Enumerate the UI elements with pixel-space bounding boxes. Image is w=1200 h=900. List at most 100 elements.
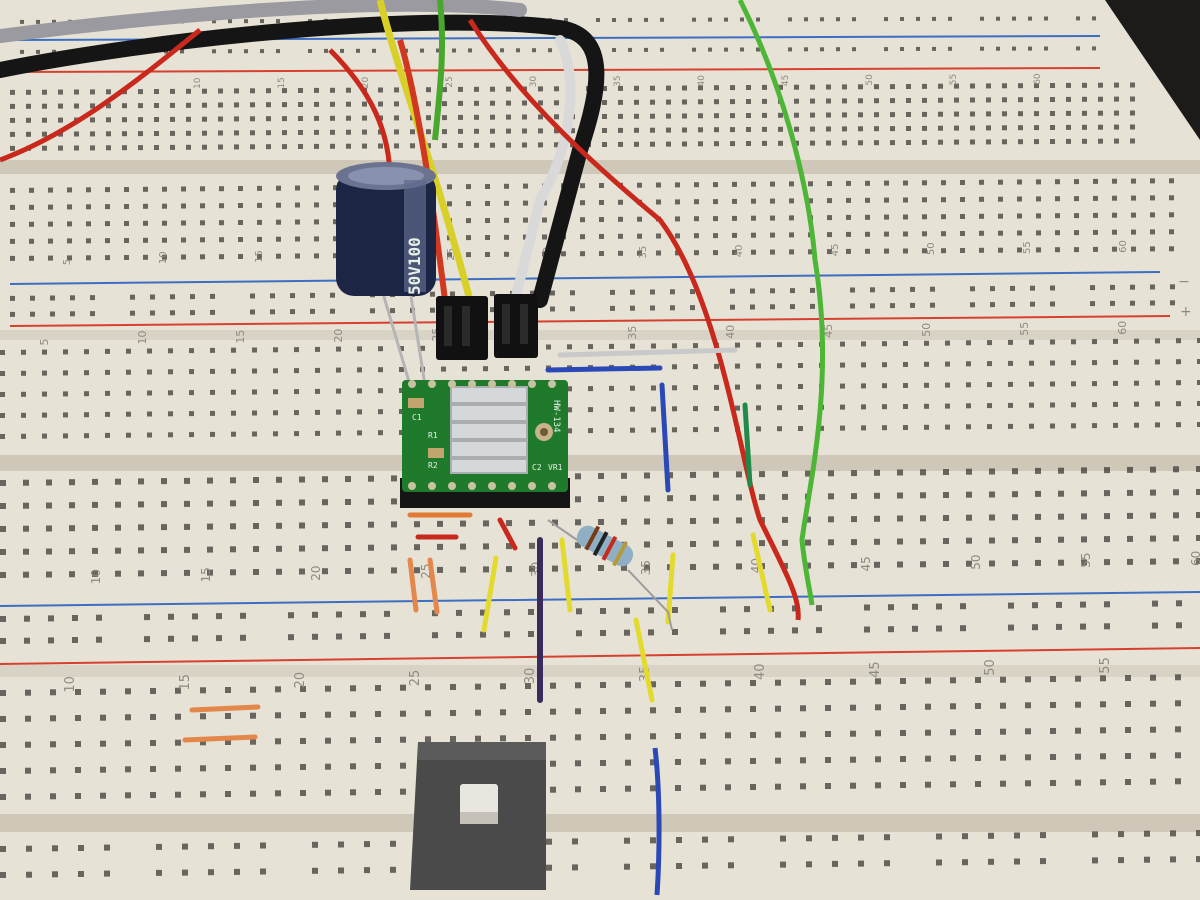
breadboard-hole [532,48,536,53]
breadboard-hole [212,49,216,54]
breadboard-hole [1055,247,1060,253]
breadboard-hole [0,794,6,800]
breadboard-hole [250,293,255,299]
breadboard-hole [656,250,661,256]
breadboard-hole [21,349,26,355]
breadboard-hole [756,405,761,411]
breadboard-hole [650,785,656,792]
breadboard-hole [442,129,447,135]
breadboard-hole [1155,401,1160,407]
breadboard-hole [1114,138,1119,144]
row-number: 10 [63,676,78,693]
breadboard-hole [273,410,278,416]
breadboard-hole [122,131,127,137]
breadboard-hole [192,613,198,620]
breadboard-hole [410,143,415,149]
breadboard-hole [399,346,404,351]
breadboard-hole [625,759,631,766]
breadboard-hole [897,469,903,476]
breadboard-hole [150,792,156,798]
breadboard-hole [650,863,656,870]
breadboard-hole [100,792,106,799]
breadboard-hole [450,291,455,297]
breadboard-hole [1150,674,1156,681]
breadboard-hole [1050,702,1056,708]
breadboard-hole [800,757,806,764]
breadboard-hole [42,370,47,376]
breadboard-hole [938,97,943,103]
breadboard-hole [442,87,447,93]
breadboard-hole [874,515,880,522]
breadboard-hole [875,756,881,763]
breadboard-hole [330,143,335,149]
breadboard-hole [336,611,342,618]
row-number: 50 [920,323,933,337]
breadboard-hole [468,48,472,53]
breadboard-hole [1050,339,1055,345]
breadboard-hole [30,295,35,301]
breadboard-hole [106,145,111,151]
breadboard-hole [925,703,931,710]
breadboard-hole [989,491,995,498]
breadboard-hole [330,87,335,93]
breadboard-hole [144,636,150,643]
breadboard-hole [466,235,471,241]
breadboard-hole [460,543,466,550]
breadboard-hole [122,103,127,109]
breadboard-hole [1197,338,1200,343]
breadboard-hole [1104,623,1110,630]
breadboard-hole [1018,83,1023,89]
breadboard-hole [598,565,604,571]
breadboard-hole [690,518,696,524]
breadboard-hole [170,294,175,300]
breadboard-hole [282,144,287,150]
breadboard-hole [588,407,593,413]
breadboard-hole [656,182,661,188]
breadboard-hole [960,248,965,253]
breadboard-hole [1104,490,1110,497]
breadboard-hole [48,187,53,193]
breadboard-hole [618,85,623,91]
breadboard-hole [414,567,420,574]
breadboard-hole [1114,82,1119,88]
breadboard-hole [490,100,495,106]
breadboard-hole [874,98,879,104]
breadboard-hole [234,868,240,875]
breadboard-hole [832,860,838,867]
breadboard-hole [732,198,737,204]
breadboard-hole [599,217,604,222]
breadboard-hole [1196,558,1200,564]
breadboard-hole [1008,624,1014,631]
breadboard-hole [996,46,1000,51]
breadboard-hole [725,706,731,713]
breadboard-hole [922,125,927,131]
breadboard-hole [1002,125,1007,131]
breadboard-hole [475,735,481,742]
breadboard-hole [950,781,956,788]
breadboard-hole [975,703,981,709]
breadboard-hole [437,566,443,573]
breadboard-hole [46,548,52,555]
breadboard-hole [588,344,593,350]
breadboard-hole [1029,423,1034,429]
breadboard-hole [806,835,812,842]
breadboard-hole [925,781,931,788]
breadboard-hole [69,571,75,578]
breadboard-hole [1092,339,1097,345]
breadboard-hole [1066,82,1071,88]
breadboard-hole [63,412,68,418]
row-number: 35 [638,246,649,259]
breadboard-hole [506,86,511,92]
push-button [410,742,546,890]
row-number: 60 [1189,551,1200,566]
breadboard-hole [276,545,282,552]
breadboard-hole [798,426,803,431]
breadboard-hole [550,306,555,312]
breadboard-hole [391,544,397,551]
breadboard-hole [903,197,908,203]
breadboard-hole [936,833,942,840]
breadboard-hole [698,99,703,105]
breadboard-hole [48,238,53,244]
breadboard-hole [442,143,447,149]
breadboard-hole [750,680,756,686]
